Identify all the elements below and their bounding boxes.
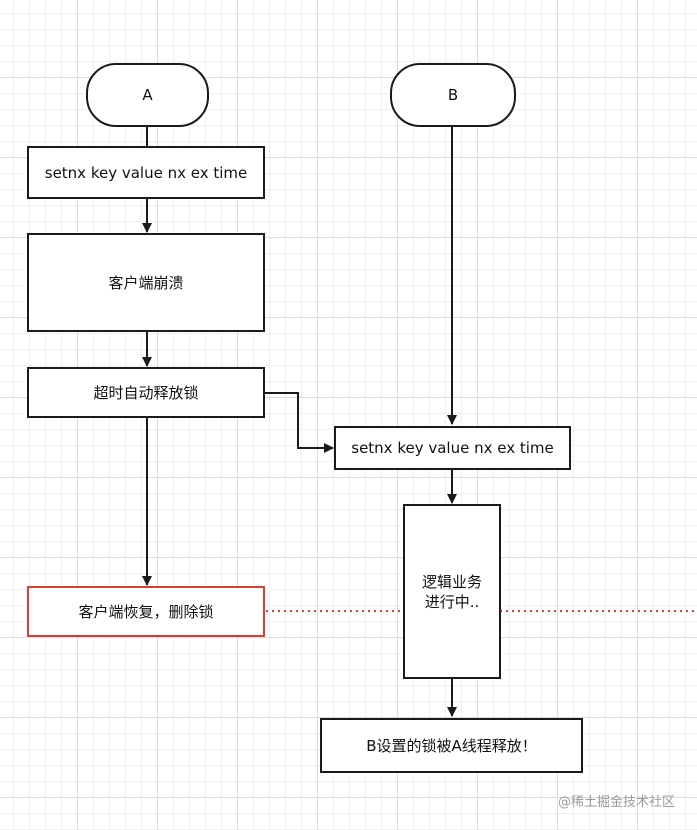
node-a-timeout: 超时自动释放锁 (27, 367, 265, 418)
node-b-released: B设置的锁被A线程释放！ (320, 718, 583, 773)
watermark: @稀土掘金技术社区 (557, 795, 675, 810)
node-a-recover-label: 客户端恢复，删除锁 (78, 602, 214, 621)
node-a-setnx-label: setnx key value nx ex time (44, 163, 248, 182)
node-b-start: B (390, 63, 516, 127)
node-a-timeout-label: 超时自动释放锁 (93, 383, 199, 402)
edge-a-timeout-to-b-setnx (264, 392, 334, 453)
node-b-released-label: B设置的锁被A线程释放！ (366, 736, 537, 755)
node-a-setnx: setnx key value nx ex time (27, 146, 265, 199)
node-b-setnx: setnx key value nx ex time (334, 426, 571, 470)
node-a-crash: 客户端崩溃 (27, 233, 265, 332)
node-a-start: A (86, 63, 209, 127)
node-a-crash-label: 客户端崩溃 (108, 273, 184, 292)
node-b-logic-label: 逻辑业务 进行中.. (421, 572, 482, 611)
node-b-start-label: B (447, 86, 459, 104)
node-a-recover: 客户端恢复，删除锁 (27, 586, 265, 637)
node-b-setnx-label: setnx key value nx ex time (351, 439, 554, 457)
node-b-logic: 逻辑业务 进行中.. (403, 504, 501, 679)
node-a-start-label: A (142, 86, 153, 104)
